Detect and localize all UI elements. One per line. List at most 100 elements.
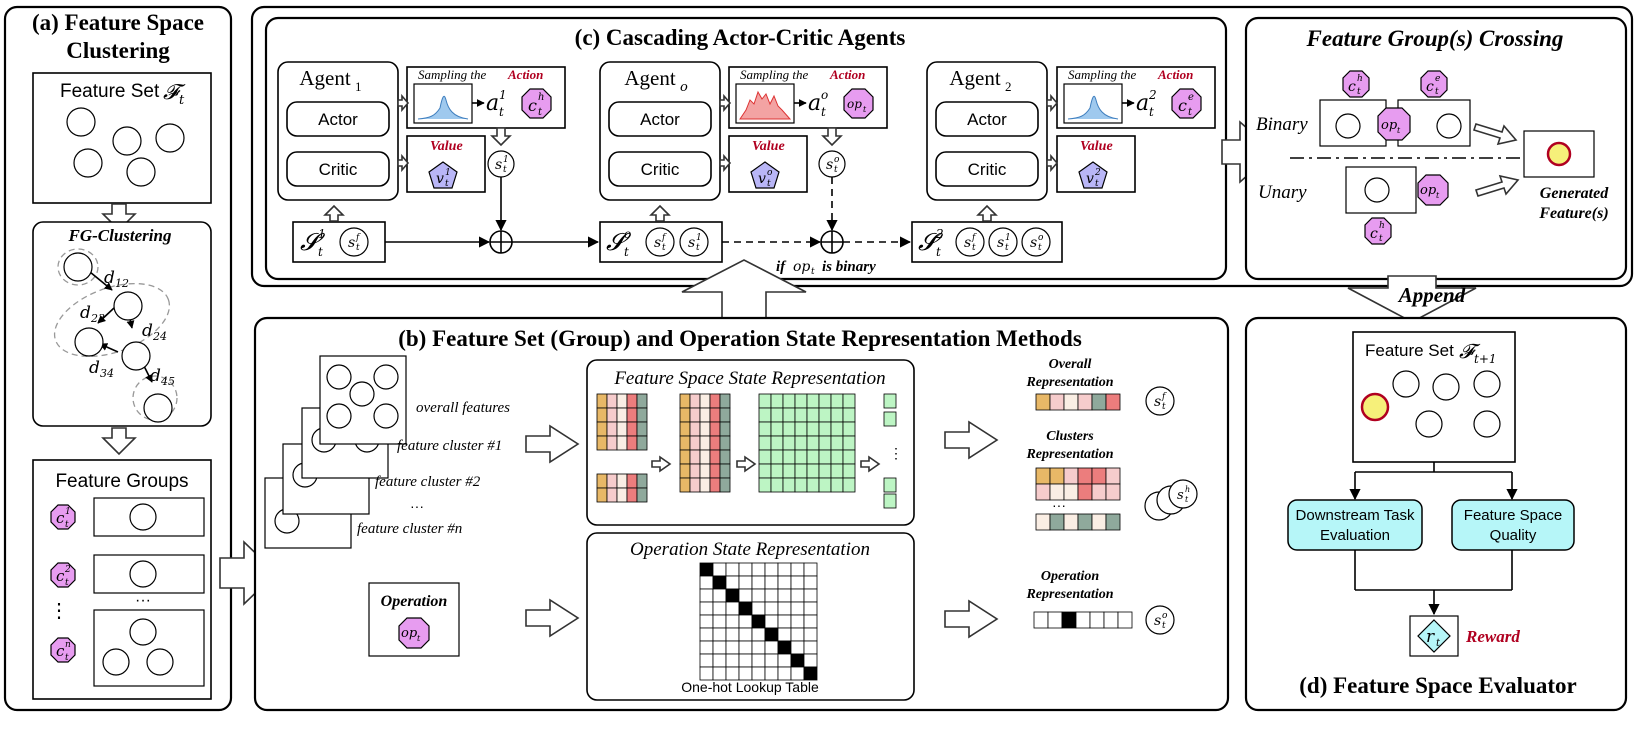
value-box-o: Value v o t — [728, 135, 808, 193]
agent-2: Agent 2 Actor Critic — [926, 61, 1048, 201]
stats-cell — [709, 393, 721, 409]
matrix-cell — [626, 407, 638, 423]
green-cell — [758, 435, 772, 451]
svg-text:op: op — [1420, 183, 1437, 198]
stats-cell — [719, 393, 731, 409]
svg-text:v: v — [758, 171, 766, 187]
overall-vec-cell — [1035, 393, 1051, 411]
lookup-cell — [699, 588, 714, 603]
green-cell — [830, 449, 844, 465]
generated-line2: Feature(s) — [1538, 205, 1608, 222]
stats-cell — [719, 477, 731, 493]
svg-text:t: t — [1397, 126, 1401, 135]
d24-sub: 24 — [152, 330, 167, 343]
panel-d-title: (d) Feature Space Evaluator — [1299, 673, 1576, 698]
green-cell — [782, 477, 796, 493]
stats-cell — [709, 407, 721, 423]
downstream-line1: Downstream Task — [1296, 507, 1415, 524]
svg-text:2: 2 — [1094, 168, 1101, 178]
d23-label: d — [80, 303, 91, 323]
clusters-representation-vectors — [1035, 467, 1121, 531]
down-arrow-2 — [101, 427, 137, 456]
matrix-cell — [596, 407, 608, 423]
binary-label: Binary — [1256, 114, 1308, 135]
lookup-cell — [803, 666, 818, 681]
overall-rep-line1: Overall — [1049, 357, 1092, 372]
binary-ce-octagon — [1420, 70, 1448, 98]
matrix-cell — [636, 487, 648, 503]
stats-cell — [689, 407, 701, 423]
lookup-cell — [790, 562, 805, 577]
d12-label: d — [104, 268, 115, 288]
green-cell — [770, 393, 784, 409]
feature-groups-label: Feature Groups — [55, 471, 188, 492]
cluster-vec-cell — [1105, 467, 1121, 485]
green-cell — [758, 449, 772, 465]
svg-text:t: t — [696, 243, 700, 253]
green-cell — [770, 463, 784, 479]
state-s1: 𝓢 1 t s f t — [292, 221, 386, 263]
svg-text:t: t — [1038, 243, 1042, 253]
lookup-cell — [751, 653, 766, 668]
panel-b-state-representation: (b) Feature Set (Group) and Operation St… — [253, 316, 1230, 712]
svg-text:s: s — [495, 157, 502, 173]
svg-text:Sampling the: Sampling the — [1068, 67, 1136, 82]
lookup-cell — [751, 640, 766, 655]
agent-o: Agent o Actor Critic — [599, 61, 721, 201]
lookup-cell — [699, 562, 714, 577]
svg-text:t: t — [767, 179, 771, 189]
svg-text:o: o — [767, 168, 773, 178]
matrix-cell — [606, 435, 618, 451]
actor-label-1: Actor — [318, 110, 358, 129]
green-cell — [830, 407, 844, 423]
cluster-vec-cell — [1091, 513, 1107, 531]
lookup-cell — [777, 562, 792, 577]
green-cell — [818, 421, 832, 437]
svg-text:1: 1 — [445, 168, 451, 178]
lookup-cell — [699, 627, 714, 642]
lookup-cell — [764, 614, 779, 629]
cluster-vec-cell — [1105, 483, 1121, 501]
is-binary-label: is binary — [822, 259, 876, 275]
svg-text:c: c — [56, 567, 65, 585]
reward-r: r — [1426, 627, 1435, 647]
lookup-cell — [712, 640, 727, 655]
fs-state-rep-label: Feature Space State Representation — [613, 368, 885, 389]
panel-c-title: (c) Cascading Actor-Critic Agents — [575, 25, 906, 50]
green-cell — [818, 407, 832, 423]
lookup-cell — [803, 640, 818, 655]
stats-cell — [709, 435, 721, 451]
svg-text:t: t — [863, 105, 867, 114]
stats-cell — [699, 421, 711, 437]
svg-text:f: f — [1161, 392, 1167, 402]
svg-text:t: t — [834, 165, 838, 175]
lookup-cell — [699, 601, 714, 616]
svg-text:t: t — [538, 107, 543, 118]
lookup-cell — [751, 601, 766, 616]
feature-group-1: c 1 t — [50, 497, 205, 537]
state-s2: 𝓢 2 t s f t s 1 t s o t — [911, 221, 1063, 263]
feature-cards-stack — [264, 355, 407, 549]
lookup-cell — [790, 614, 805, 629]
stats-cell — [719, 435, 731, 451]
lookup-cell — [764, 627, 779, 642]
lookup-cell — [738, 640, 753, 655]
svg-text:c: c — [1426, 79, 1434, 95]
feature-set-sub: t — [179, 93, 185, 108]
svg-text:1: 1 — [503, 155, 509, 165]
if-op: op — [793, 259, 810, 275]
matrix-cell — [596, 393, 608, 409]
svg-text:1: 1 — [696, 233, 702, 243]
clustern-label: feature cluster #n — [357, 521, 462, 537]
green-cell — [770, 477, 784, 493]
generated-feature-circle — [1546, 141, 1572, 167]
panel-a-title-line1: (a) Feature Space — [32, 10, 204, 35]
green-cell — [782, 393, 796, 409]
svg-text:Sampling the: Sampling the — [740, 67, 808, 82]
lookup-cell — [751, 575, 766, 590]
d45-sub: 45 — [160, 375, 175, 388]
svg-text:h: h — [1379, 221, 1385, 231]
svg-text:s: s — [1154, 394, 1161, 410]
green-cell — [782, 435, 796, 451]
feature-set-circles — [66, 107, 185, 187]
